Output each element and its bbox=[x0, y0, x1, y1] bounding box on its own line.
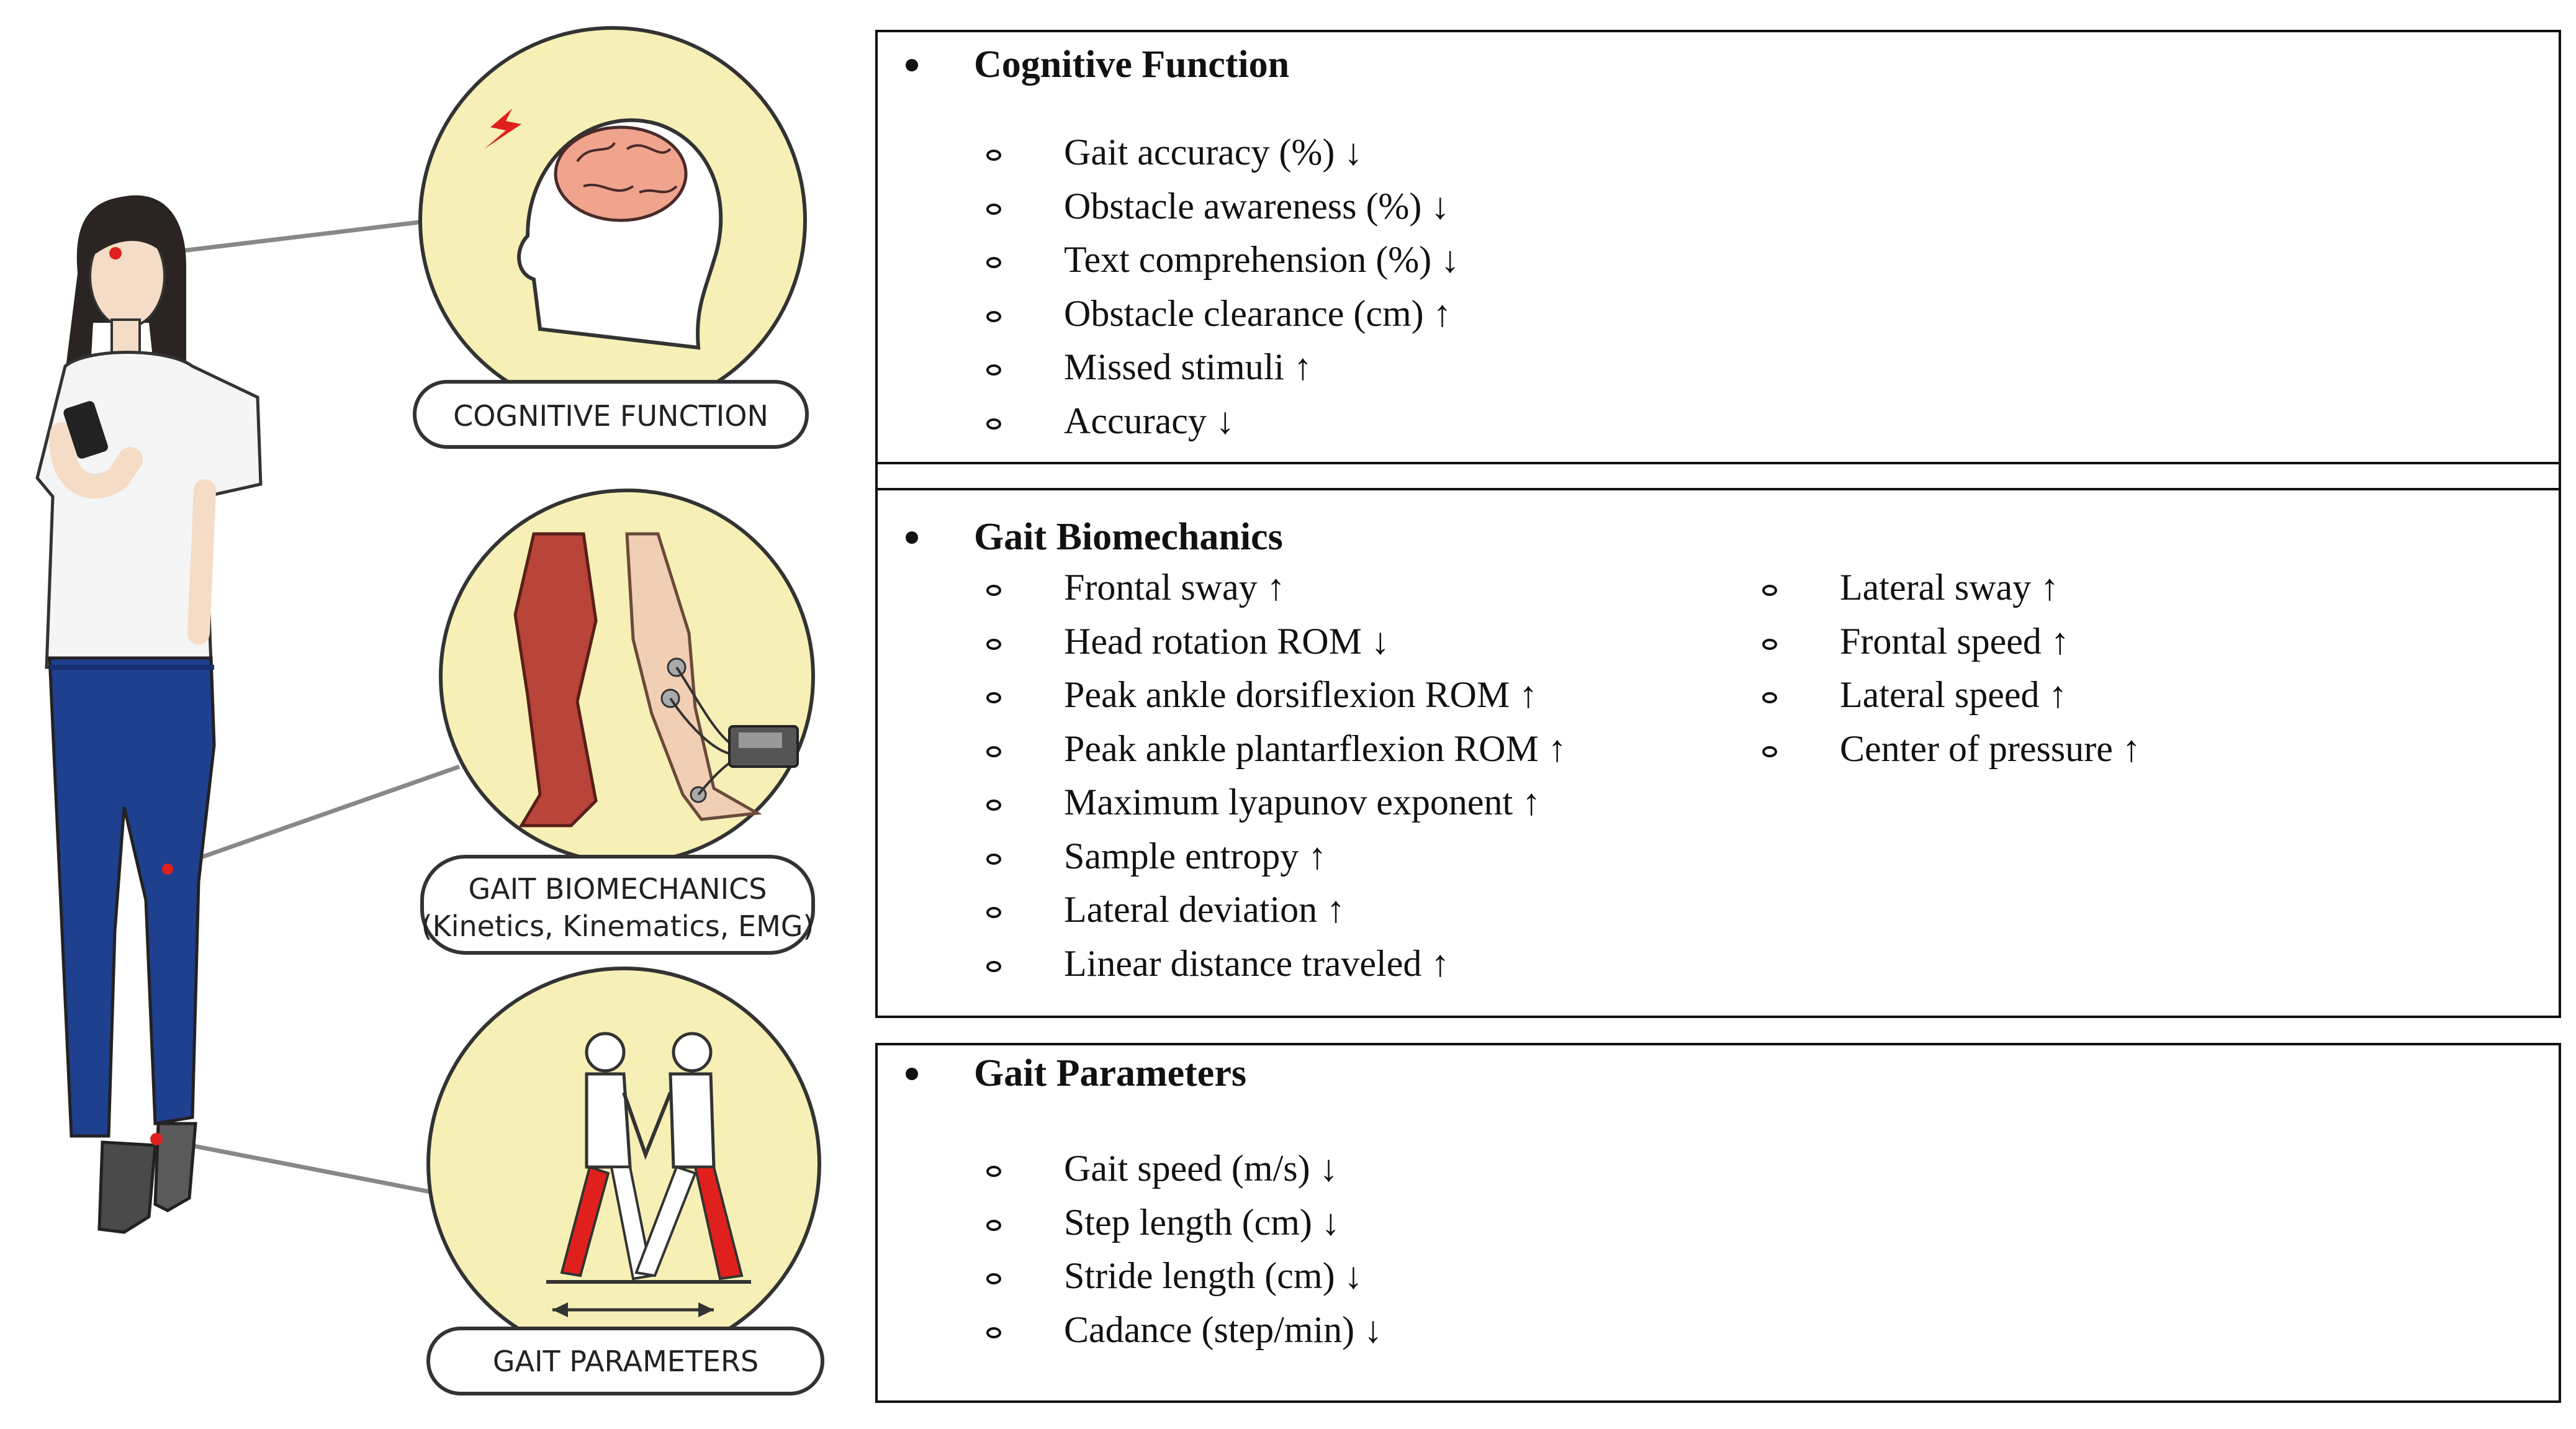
bullet-icon bbox=[906, 1067, 918, 1080]
label-biomechanics-line1: GAIT BIOMECHANICS bbox=[469, 872, 767, 906]
list-item: Frontal speed ↑ bbox=[1762, 615, 2141, 669]
connector-line-head bbox=[176, 218, 435, 254]
circle-bullet-icon bbox=[986, 1273, 1001, 1285]
list-item: Cadance (step/min) ↓ bbox=[986, 1303, 1382, 1357]
list-item: Text comprehension (%) ↓ bbox=[986, 233, 1459, 287]
list-item: Sample entropy ↑ bbox=[986, 829, 1567, 883]
list-item: Gait accuracy (%) ↓ bbox=[986, 125, 1459, 179]
circle-bullet-icon bbox=[986, 203, 1001, 215]
pill-cognitive bbox=[413, 380, 809, 449]
label-cognitive: COGNITIVE FUNCTION bbox=[453, 399, 768, 433]
marker-head-dot bbox=[109, 247, 122, 259]
circle-bullet-icon bbox=[986, 1327, 1001, 1338]
circle-bullet-icon bbox=[986, 960, 1001, 972]
circle-bullet-icon bbox=[986, 364, 1001, 376]
walking-figures-icon bbox=[546, 1032, 751, 1317]
bullet-icon bbox=[906, 531, 918, 544]
list-item: Stride length (cm) ↓ bbox=[986, 1249, 1382, 1303]
connector-line-ankle bbox=[158, 1137, 463, 1201]
leg-emg-icon bbox=[625, 532, 762, 821]
list-item: Maximum lyapunov exponent ↑ bbox=[986, 775, 1567, 829]
pill-biomechanics bbox=[420, 855, 815, 955]
cognitive-icon-group bbox=[418, 26, 807, 415]
cognitive-function-box: Cognitive Function Gait accuracy (%) ↓ O… bbox=[875, 30, 2561, 464]
biomechanics-icon-group bbox=[439, 489, 815, 865]
list-item: Center of pressure ↑ bbox=[1762, 722, 2141, 776]
list-item: Lateral deviation ↑ bbox=[986, 883, 1567, 937]
divider-line bbox=[878, 488, 2559, 490]
list-item: Head rotation ROM ↓ bbox=[986, 615, 1567, 669]
biomechanics-list-left: Frontal sway ↑ Head rotation ROM ↓ Peak … bbox=[986, 561, 1567, 990]
emg-device-icon bbox=[728, 725, 799, 768]
circle-bullet-icon bbox=[986, 1219, 1001, 1231]
circle-bullet-icon bbox=[1762, 638, 1777, 650]
circle-bullet-icon bbox=[986, 418, 1001, 430]
circle-bullet-icon bbox=[986, 585, 1001, 597]
parameters-heading-row: Gait Parameters bbox=[906, 1050, 1246, 1097]
list-item: Obstacle clearance (cm) ↑ bbox=[986, 287, 1459, 341]
pill-gait-parameters bbox=[426, 1327, 824, 1395]
circle-bullet-icon bbox=[986, 150, 1001, 161]
gait-parameters-box: Gait Parameters Gait speed (m/s) ↓ Step … bbox=[875, 1043, 2561, 1403]
marker-ankle-dot bbox=[150, 1133, 163, 1145]
list-item: Peak ankle dorsiflexion ROM ↑ bbox=[986, 668, 1567, 722]
cognitive-heading: Cognitive Function bbox=[974, 43, 1290, 86]
circle-bullet-icon bbox=[986, 746, 1001, 757]
gait-biomechanics-box: Gait Biomechanics Frontal sway ↑ Head ro… bbox=[875, 462, 2561, 1018]
cognitive-list: Gait accuracy (%) ↓ Obstacle awareness (… bbox=[986, 125, 1459, 448]
biomechanics-heading-row: Gait Biomechanics bbox=[906, 514, 1283, 561]
circle-bullet-icon bbox=[986, 907, 1001, 919]
connector-line-knee bbox=[166, 764, 461, 872]
circle-bullet-icon bbox=[986, 1166, 1001, 1178]
circle-bullet-icon bbox=[986, 257, 1001, 269]
circle-bullet-icon bbox=[986, 800, 1001, 811]
muscle-leg-icon bbox=[513, 532, 598, 827]
circle-bullet-icon bbox=[986, 853, 1001, 865]
label-biomechanics-line2: (Kinetics, Kinematics, EMG) bbox=[421, 909, 814, 943]
circle-bullet-icon bbox=[986, 310, 1001, 322]
gait-parameters-icon-group bbox=[426, 967, 821, 1361]
label-gait-parameters: GAIT PARAMETERS bbox=[493, 1345, 759, 1378]
cognitive-heading-row: Cognitive Function bbox=[906, 42, 1290, 88]
circle-bullet-icon bbox=[1762, 585, 1777, 597]
parameters-heading: Gait Parameters bbox=[974, 1052, 1246, 1094]
list-item: Frontal sway ↑ bbox=[986, 561, 1567, 615]
list-item: Lateral sway ↑ bbox=[1762, 561, 2141, 615]
list-item: Gait speed (m/s) ↓ bbox=[986, 1142, 1382, 1196]
circle-bullet-icon bbox=[986, 692, 1001, 704]
brain-icon bbox=[554, 125, 688, 222]
bullet-icon bbox=[906, 58, 918, 71]
list-item: Missed stimuli ↑ bbox=[986, 340, 1459, 394]
circle-bullet-icon bbox=[1762, 746, 1777, 757]
list-item: Accuracy ↓ bbox=[986, 394, 1459, 448]
lightning-icon bbox=[484, 109, 521, 149]
list-item: Peak ankle plantarflexion ROM ↑ bbox=[986, 722, 1567, 776]
list-item: Linear distance traveled ↑ bbox=[986, 937, 1567, 991]
circle-bullet-icon bbox=[1762, 692, 1777, 704]
circle-bullet-icon bbox=[986, 638, 1001, 650]
list-item: Step length (cm) ↓ bbox=[986, 1196, 1382, 1250]
list-item: Lateral speed ↑ bbox=[1762, 668, 2141, 722]
list-item: Obstacle awareness (%) ↓ bbox=[986, 179, 1459, 233]
person-figure bbox=[35, 195, 263, 1234]
biomechanics-list-right: Lateral sway ↑ Frontal speed ↑ Lateral s… bbox=[1762, 561, 2141, 775]
parameters-list: Gait speed (m/s) ↓ Step length (cm) ↓ St… bbox=[986, 1142, 1382, 1356]
marker-knee-dot bbox=[162, 863, 173, 875]
biomechanics-heading: Gait Biomechanics bbox=[974, 516, 1283, 558]
